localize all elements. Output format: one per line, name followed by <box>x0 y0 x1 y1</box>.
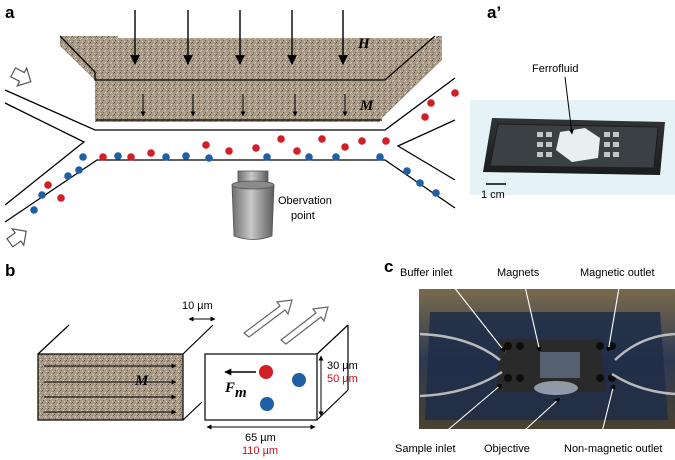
non-magnetic-outlet-label: Non-magnetic outlet <box>564 443 662 455</box>
red-particle <box>252 144 260 152</box>
panel-label-c: c <box>384 257 393 276</box>
gap-label: 10 µm <box>182 300 213 312</box>
ferrofluid-label: Ferrofluid <box>532 63 578 75</box>
blue-particle <box>305 153 313 161</box>
red-particle <box>451 89 459 97</box>
blue-particle <box>376 153 384 161</box>
red-particle <box>341 143 349 151</box>
panel-label-b: b <box>5 261 15 280</box>
red-particle <box>293 147 301 155</box>
red-particle <box>202 141 210 149</box>
red-particle <box>318 135 326 143</box>
magnetization-label-m: M <box>359 98 374 114</box>
blue-particle <box>75 166 83 174</box>
panel-label-a: a <box>5 3 15 22</box>
ferrofluid-region <box>60 36 442 122</box>
red-particle <box>147 149 155 157</box>
flow-arrow-inlet-bottom-icon <box>6 227 27 248</box>
channel-block <box>204 324 349 421</box>
flow-arrow-inlet-top-icon <box>10 66 32 87</box>
magnetization-arrows <box>140 94 348 117</box>
panel-label-a-prime: a’ <box>487 3 501 22</box>
flow-arrow-b1-icon <box>243 299 293 338</box>
blue-particle <box>114 152 122 160</box>
blue-particle <box>30 206 38 214</box>
field-label-h: H <box>357 36 371 52</box>
red-particle <box>259 365 273 379</box>
red-particle <box>57 194 65 202</box>
red-particle <box>277 135 285 143</box>
scale-label: 1 cm <box>481 189 505 201</box>
sample-inlet-label: Sample inlet <box>395 443 456 455</box>
blue-particle <box>292 373 306 387</box>
block-magnetization-label: M <box>134 373 149 389</box>
blue-particle <box>162 153 170 161</box>
width-label: 65 µm <box>245 432 276 444</box>
blue-particle <box>260 397 274 411</box>
blue-particle <box>263 153 271 161</box>
blue-particle <box>332 153 340 161</box>
red-particle <box>358 137 366 145</box>
height-label-alt: 50 µm <box>327 373 358 385</box>
red-particle <box>44 181 52 189</box>
blue-particle <box>205 154 213 162</box>
block-magnetization-arrows <box>44 363 177 415</box>
magnetic-outlet-label: Magnetic outlet <box>580 267 655 279</box>
ferrofluid-block <box>37 324 214 421</box>
objective-label: Objective <box>484 443 530 455</box>
particles <box>30 89 459 214</box>
red-particle <box>421 113 429 121</box>
callout-lines <box>435 281 621 441</box>
setup-photo <box>419 289 675 429</box>
observation-label-line1: Obervation <box>278 195 332 207</box>
objective-icon <box>231 170 275 240</box>
force-label: F <box>224 380 235 396</box>
ferrofluid-pointer <box>564 76 574 135</box>
red-particle <box>99 153 107 161</box>
flow-arrow-b2-icon <box>280 306 329 345</box>
magnetic-field-arrows <box>130 10 348 65</box>
blue-particle <box>403 167 411 175</box>
force-subscript: m <box>235 385 247 401</box>
device-photo <box>470 100 675 195</box>
red-particle <box>127 153 135 161</box>
blue-particle <box>64 172 72 180</box>
height-label: 30 µm <box>327 360 358 372</box>
buffer-inlet-label: Buffer inlet <box>400 267 452 279</box>
red-particle <box>225 147 233 155</box>
red-particle <box>427 99 435 107</box>
width-label-alt: 110 µm <box>242 445 278 457</box>
red-particle <box>382 137 390 145</box>
blue-particle <box>38 191 46 199</box>
blue-particle <box>432 189 440 197</box>
blue-particle <box>182 152 190 160</box>
observation-label-line2: point <box>291 210 315 222</box>
blue-particle <box>416 179 424 187</box>
blue-particle <box>79 153 87 161</box>
magnets-label: Magnets <box>497 267 540 279</box>
